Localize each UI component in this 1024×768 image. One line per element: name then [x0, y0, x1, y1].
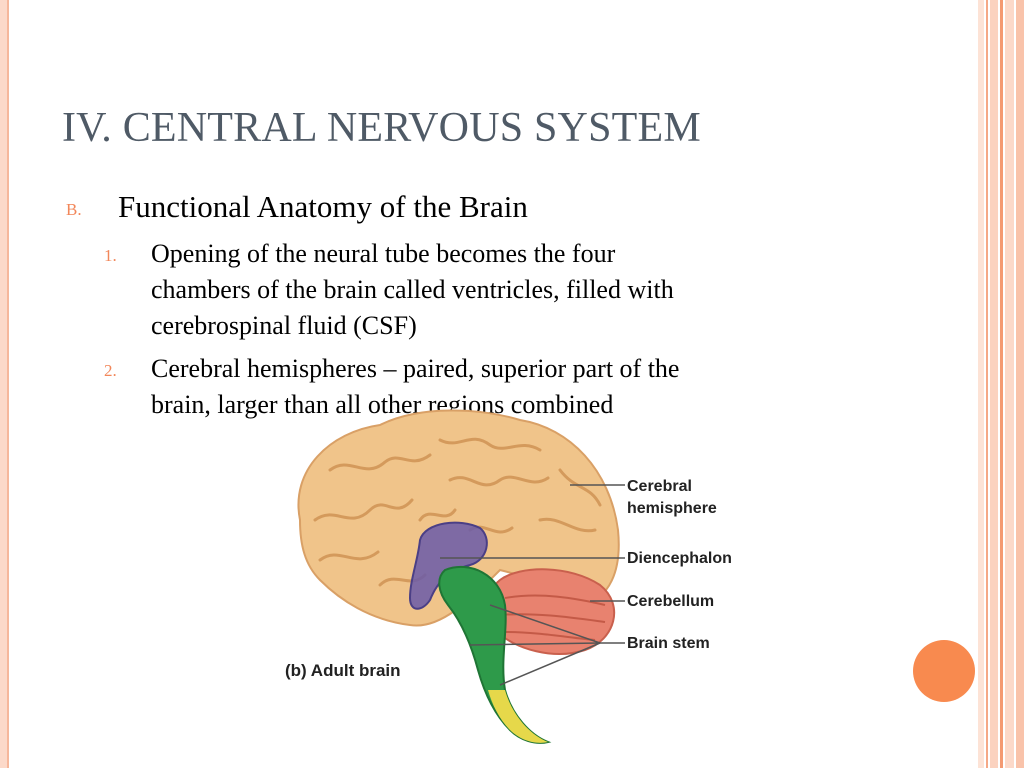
- right-border-band: [990, 0, 998, 768]
- right-border-line: [1000, 0, 1003, 768]
- label-cerebral-hemisphere: hemisphere: [627, 500, 717, 517]
- item-line: chambers of the brain called ventricles,…: [151, 275, 674, 304]
- item-marker: 2.: [104, 361, 117, 380]
- label-cerebral-hemisphere: Cerebral: [627, 478, 692, 495]
- item-line: cerebrospinal fluid (CSF): [151, 311, 417, 340]
- accent-circle: [913, 640, 975, 702]
- left-border-line: [7, 0, 9, 768]
- right-border-band: [1005, 0, 1014, 768]
- slide-title: IV. CENTRAL NERVOUS SYSTEM: [62, 105, 701, 151]
- item-line: Cerebral hemispheres – paired, superior …: [151, 354, 680, 383]
- right-border-band: [978, 0, 984, 768]
- item-line: brain, larger than all other regions com…: [151, 390, 614, 419]
- figure-caption: (b) Adult brain: [285, 661, 401, 680]
- label-diencephalon: Diencephalon: [627, 550, 732, 567]
- right-border-line: [986, 0, 988, 768]
- section-marker: B.: [66, 200, 82, 219]
- label-cerebellum: Cerebellum: [627, 593, 715, 610]
- right-border-band: [1016, 0, 1024, 768]
- spinal-cord-shape: [488, 690, 548, 743]
- leader-lines: [440, 484, 625, 686]
- label-brain-stem: Brain stem: [627, 635, 710, 652]
- left-border: [0, 0, 7, 768]
- item-marker: 1.: [104, 246, 117, 265]
- item-line: Opening of the neural tube becomes the f…: [151, 239, 616, 268]
- section-heading: Functional Anatomy of the Brain: [118, 189, 528, 224]
